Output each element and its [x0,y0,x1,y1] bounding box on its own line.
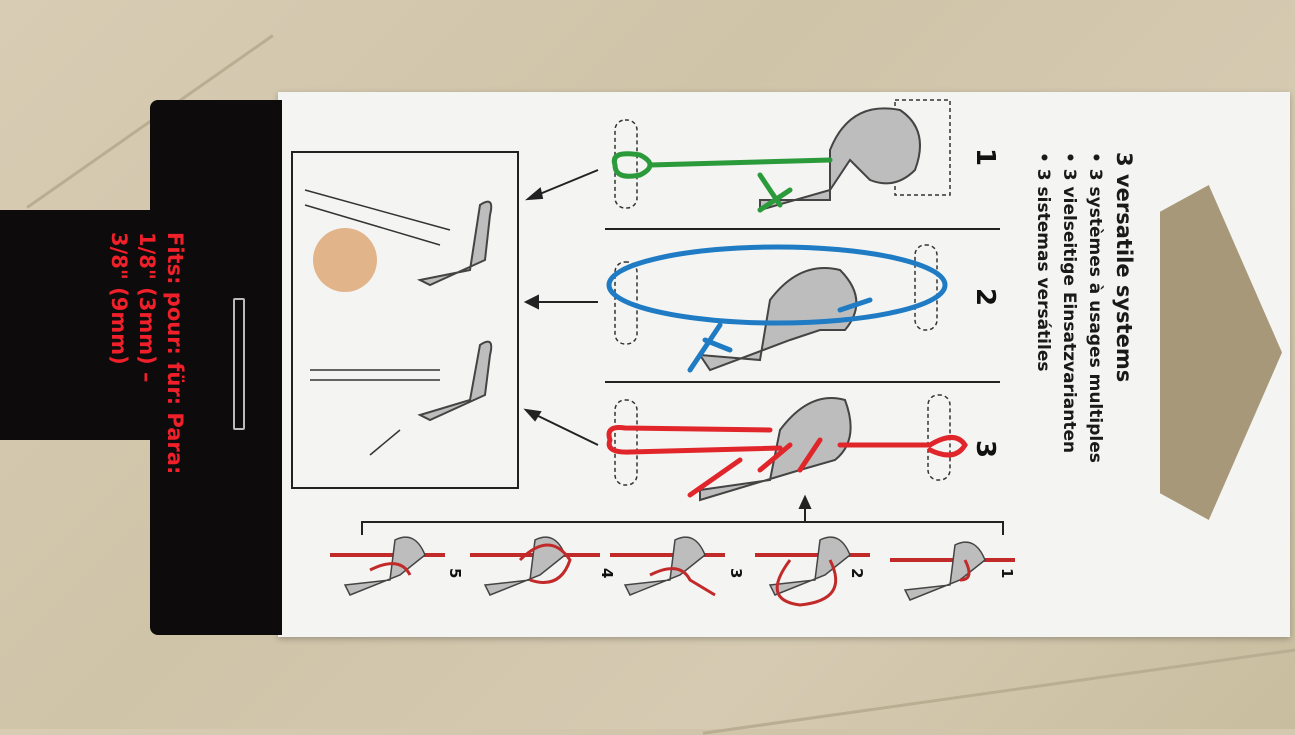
system-number-1: 1 [970,148,1000,167]
step-number-1: 1 [998,568,1016,579]
header-tab [0,210,160,440]
step-number-2: 2 [848,568,866,579]
fits-label: Fits: pour: für: Para: 1/8" (3mm) – 3/8"… [105,232,189,474]
info-title: 3 versatile systems [1112,152,1136,383]
info-bullets: • 3 systèmes à usages multiples • 3 viel… [1030,152,1108,463]
size-small: 1/8" (3mm) – [135,232,159,383]
fits-text: Fits: pour: für: Para: [163,232,187,475]
step-number-4: 4 [598,568,616,579]
staple [233,298,245,430]
hand-illustration [313,228,377,292]
bullet-de: • 3 vielseitige Einsatzvarianten [1059,152,1079,454]
system-number-2: 2 [970,288,1000,307]
black-header [150,100,282,635]
step-number-5: 5 [446,568,464,579]
step-number-3: 3 [727,568,745,579]
size-large: 3/8" (9mm) [107,232,131,365]
panel-dividers [361,228,1004,535]
red-rope [606,425,968,498]
system-number-3: 3 [970,440,1000,459]
green-rope [611,151,833,213]
carabiner-shapes [416,107,921,502]
blue-rope [606,244,948,326]
detail-box [291,151,519,489]
bullet-fr: • 3 systèmes à usages multiples [1085,152,1105,463]
arrows [523,169,812,509]
packaging-card [278,92,1290,637]
bullet-es: • 3 sistemas versátiles [1033,152,1053,372]
step-illustrations [330,536,1015,607]
